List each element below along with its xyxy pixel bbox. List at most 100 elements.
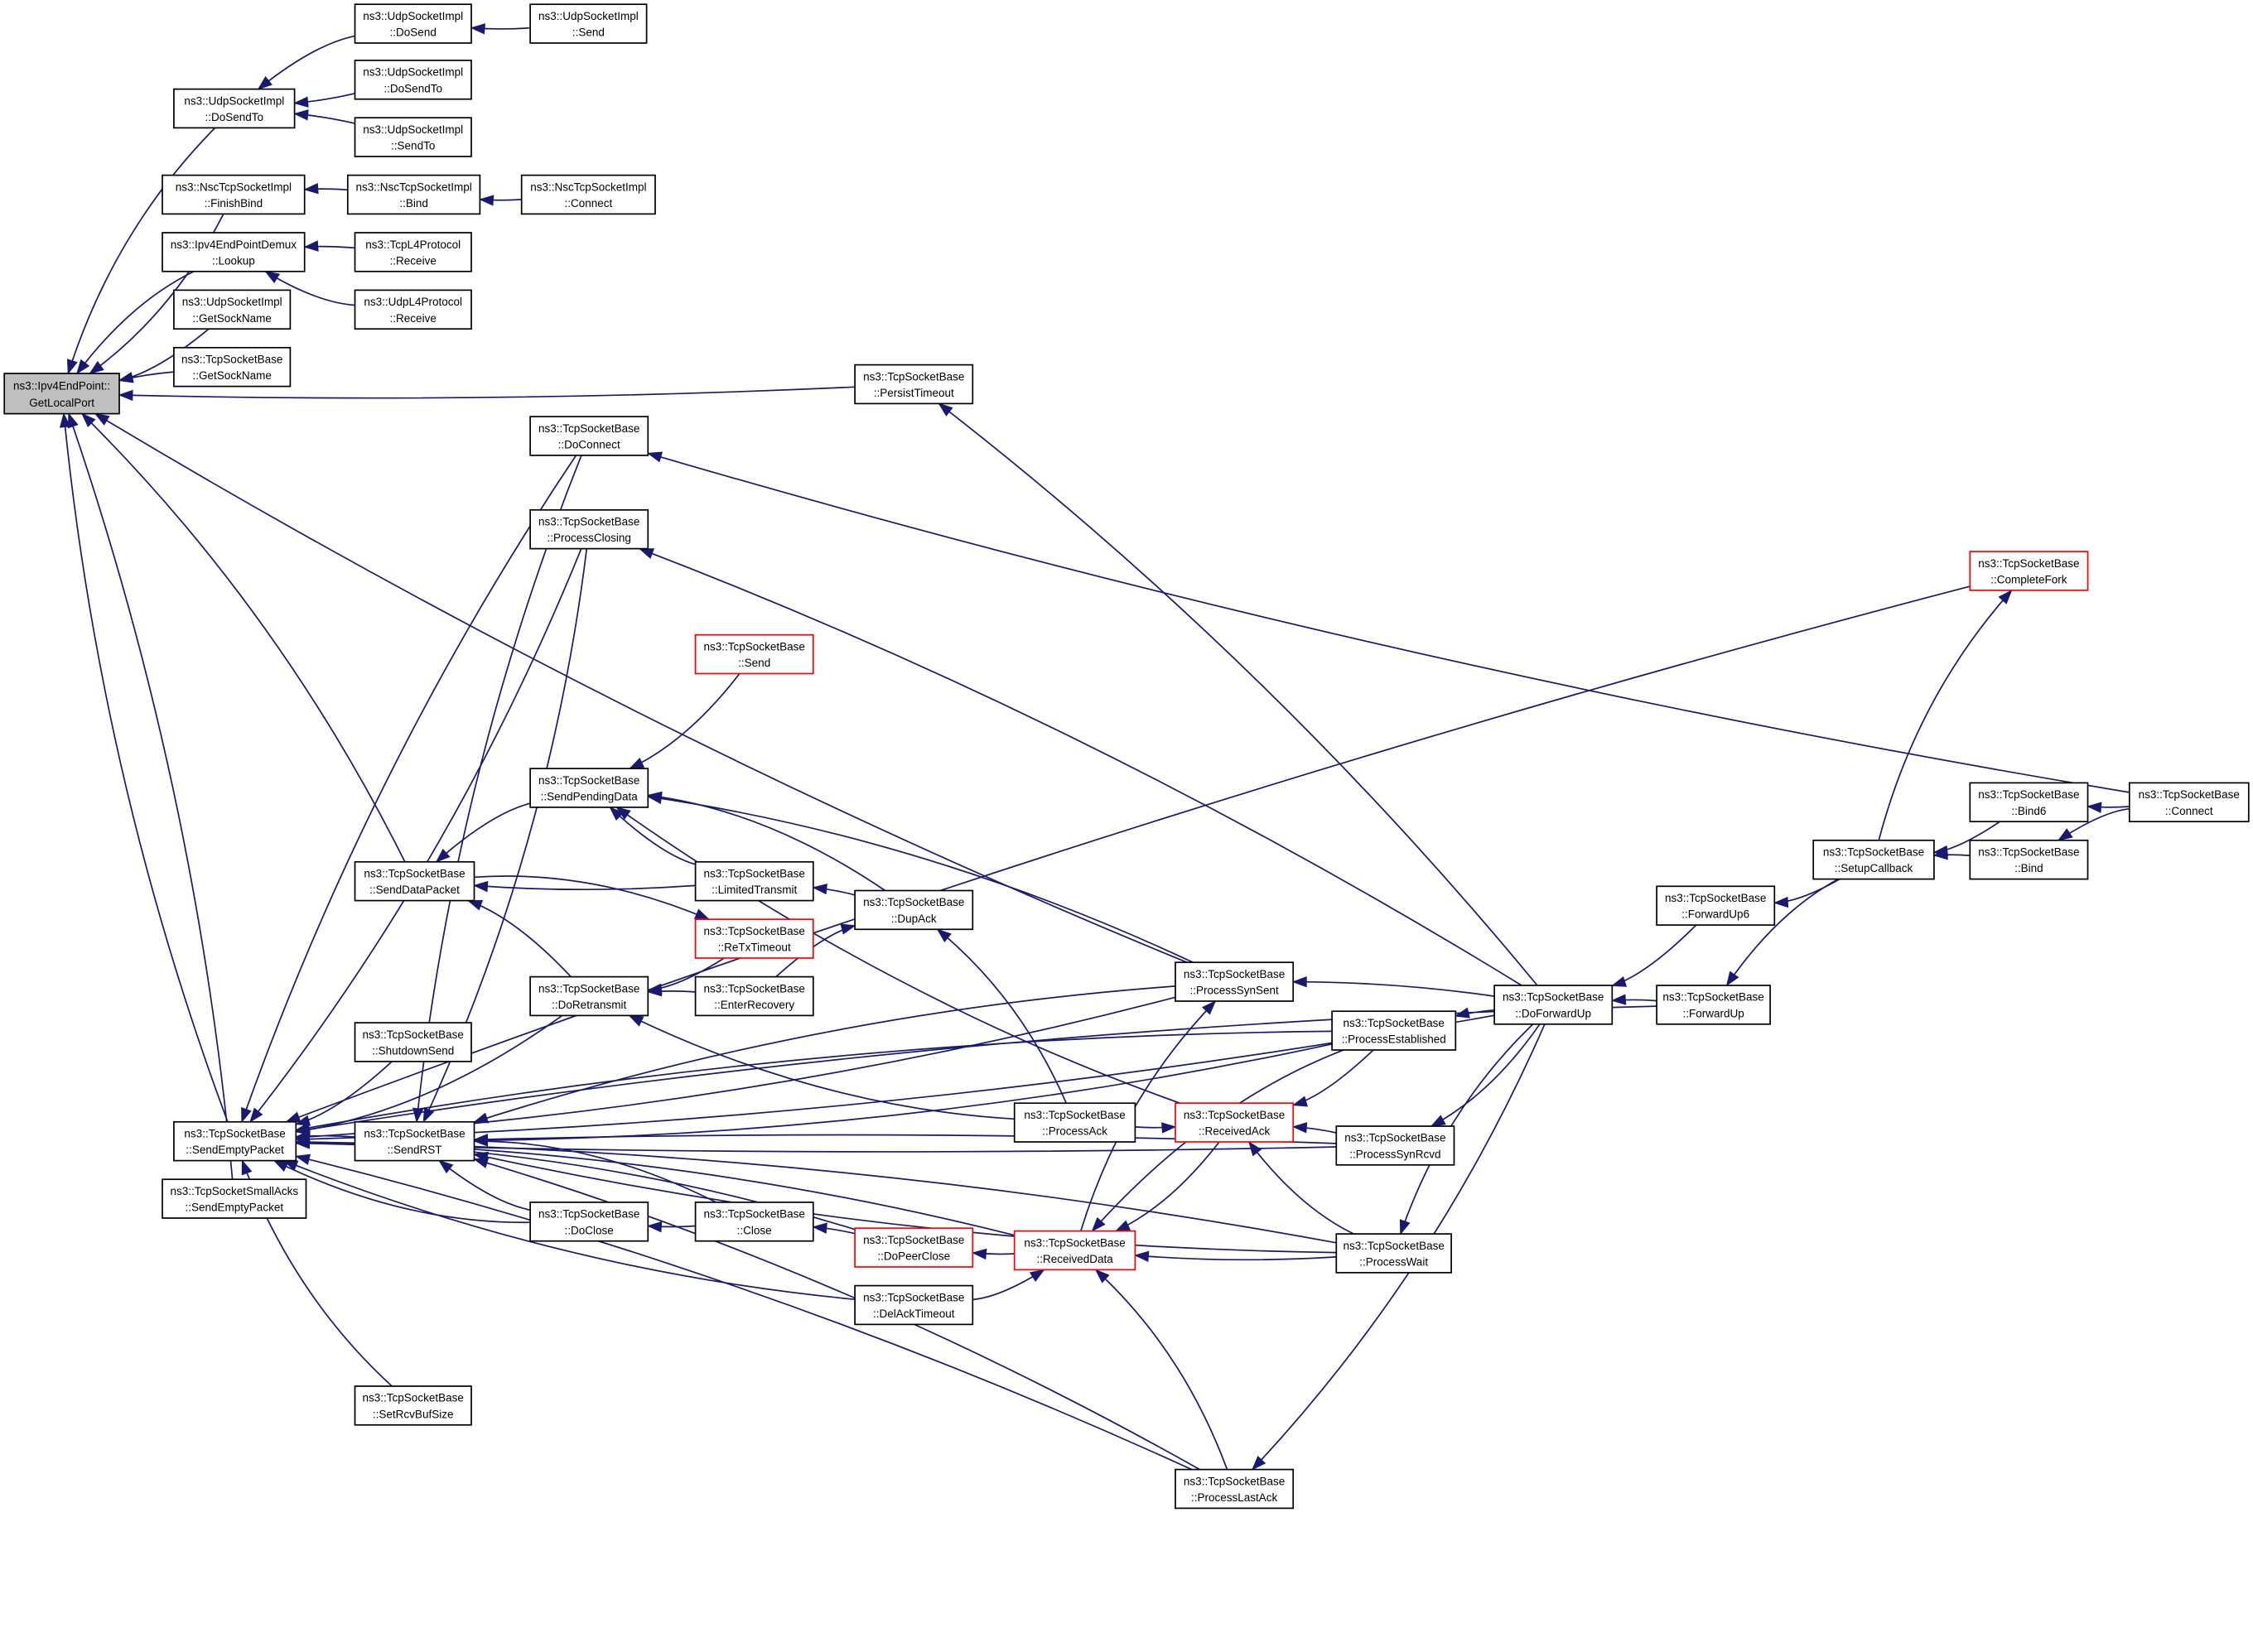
node-sendrst[interactable]: ns3::TcpSocketBase::SendRST [354, 1120, 475, 1162]
node-connect[interactable]: ns3::TcpSocketBase::Connect [2128, 782, 2250, 823]
edge-close-to-sendrst [474, 1140, 716, 1203]
node-receiveddata[interactable]: ns3::TcpSocketBase::ReceivedData [1013, 1230, 1136, 1271]
node-udp_sendto[interactable]: ns3::UdpSocketImpl::SendTo [354, 117, 472, 157]
node-processsynrcvd[interactable]: ns3::TcpSocketBase::ProcessSynRcvd [1335, 1125, 1455, 1166]
node-tcp_getsockname[interactable]: ns3::TcpSocketBase::GetSockName [173, 346, 292, 388]
node-label-line1: ns3::TcpSocketBase [363, 1392, 464, 1404]
node-delacktimeout[interactable]: ns3::TcpSocketBase::DelAckTimeout [854, 1284, 974, 1326]
edge-setupcallback-to-completefork [1878, 590, 2013, 841]
node-box [162, 174, 306, 215]
node-label-line2: ::Bind6 [2011, 805, 2046, 817]
node-udp_dosend[interactable]: ns3::UdpSocketImpl::DoSend [354, 3, 472, 44]
node-dupack[interactable]: ns3::TcpSocketBase::DupAck [854, 889, 974, 931]
node-processack[interactable]: ns3::TcpSocketBase::ProcessAck [1013, 1102, 1136, 1143]
node-sendpendingdata[interactable]: ns3::TcpSocketBase::SendPendingData [529, 768, 649, 808]
node-doforwardup[interactable]: ns3::TcpSocketBase::DoForwardUp [1493, 985, 1614, 1025]
node-ipv4demux_lookup[interactable]: ns3::Ipv4EndPointDemux::Lookup [162, 232, 306, 272]
node-smallacks[interactable]: ns3::TcpSocketSmallAcks::SendEmptyPacket [162, 1178, 307, 1219]
arrowhead [249, 1107, 263, 1123]
node-box [354, 860, 475, 902]
arrowhead [646, 1221, 663, 1233]
node-label-line2: ::Send [738, 657, 770, 669]
node-label-line1: ns3::NscTcpSocketImpl [530, 181, 646, 193]
arrowhead [59, 412, 71, 428]
node-forwardup[interactable]: ns3::TcpSocketBase::ForwardUp [1656, 985, 1771, 1025]
node-box [1013, 1102, 1136, 1143]
node-setrcvbufsize[interactable]: ns3::TcpSocketBase::SetRcvBufSize [354, 1385, 472, 1426]
node-processlastack[interactable]: ns3::TcpSocketBase::ProcessLastAck [1175, 1468, 1295, 1510]
arrowhead [1725, 970, 1739, 987]
node-forwardup6[interactable]: ns3::TcpSocketBase::ForwardUp6 [1656, 885, 1776, 926]
node-nsc_connect[interactable]: ns3::NscTcpSocketImpl::Connect [520, 174, 656, 215]
node-sendemptypacket[interactable]: ns3::TcpSocketBase::SendEmptyPacket [173, 1120, 297, 1162]
node-tcpl4_receive[interactable]: ns3::TcpL4Protocol::Receive [354, 232, 472, 272]
node-processestablished[interactable]: ns3::TcpSocketBase::ProcessEstablished [1331, 1010, 1457, 1051]
node-processsynsent[interactable]: ns3::TcpSocketBase::ProcessSynSent [1175, 961, 1295, 1002]
arrowhead [412, 1107, 424, 1124]
node-label-line1: ns3::TcpSocketBase [704, 641, 805, 653]
arrowhead [1029, 1269, 1045, 1282]
node-box [1969, 551, 2089, 591]
node-udp_getsockname[interactable]: ns3::UdpSocketImpl::GetSockName [173, 289, 292, 330]
node-limitedtransmit[interactable]: ns3::TcpSocketBase::LimitedTransmit [694, 860, 814, 902]
node-box [173, 346, 292, 388]
node-nsc_finishbind[interactable]: ns3::NscTcpSocketImpl::FinishBind [162, 174, 306, 215]
arrowhead [1932, 849, 1948, 860]
node-enterrecovery[interactable]: ns3::TcpSocketBase::EnterRecovery [694, 975, 814, 1017]
node-completefork[interactable]: ns3::TcpSocketBase::CompleteFork [1969, 551, 2089, 591]
node-label-line2: ::ReceivedData [1036, 1253, 1113, 1265]
node-bind6[interactable]: ns3::TcpSocketBase::Bind6 [1969, 782, 2089, 823]
arrowhead [1248, 1140, 1262, 1157]
node-label-line1: ns3::TcpSocketSmallAcks [171, 1185, 299, 1197]
node-label-line2: ::SendEmptyPacket [186, 1202, 284, 1214]
node-dopeerclose[interactable]: ns3::TcpSocketBase::DoPeerClose [854, 1227, 974, 1268]
node-label-line2: ::ProcessAck [1042, 1125, 1107, 1138]
arrowhead [466, 899, 484, 911]
node-processclosing[interactable]: ns3::TcpSocketBase::ProcessClosing [529, 508, 649, 550]
node-setupcallback[interactable]: ns3::TcpSocketBase::SetupCallback [1812, 839, 1935, 880]
arrowhead [1252, 1455, 1266, 1471]
node-box [3, 373, 120, 415]
node-udp_send[interactable]: ns3::UdpSocketImpl::Send [529, 3, 648, 44]
node-processwait[interactable]: ns3::TcpSocketBase::ProcessWait [1335, 1233, 1452, 1274]
node-label-line1: ns3::UdpSocketImpl [363, 10, 463, 22]
node-retxtimeout[interactable]: ns3::TcpSocketBase::ReTxTimeout [694, 918, 814, 959]
node-doclose[interactable]: ns3::TcpSocketBase::DoClose [529, 1202, 649, 1242]
node-bind[interactable]: ns3::TcpSocketBase::Bind [1969, 839, 2089, 880]
edge-forwardup6-to-doforwardup [1612, 924, 1697, 987]
node-box [1175, 961, 1295, 1002]
node-nsc_bind[interactable]: ns3::NscTcpSocketImpl::Bind [346, 174, 481, 215]
arrowhead [840, 923, 856, 935]
node-label-line2: ::ProcessClosing [548, 532, 631, 544]
node-box [354, 3, 472, 44]
arrowhead [812, 1222, 827, 1234]
arrowhead [470, 23, 485, 35]
node-send[interactable]: ns3::TcpSocketBase::Send [694, 633, 814, 675]
edge-connect-to-doconnect [648, 452, 2130, 793]
edge-limitedtransmit-to-sendpendingdata [609, 807, 696, 865]
node-senddatapacket[interactable]: ns3::TcpSocketBase::SendDataPacket [354, 860, 475, 902]
node-root[interactable]: ns3::Ipv4EndPoint::GetLocalPort [3, 373, 120, 415]
node-persisttimeout[interactable]: ns3::TcpSocketBase::PersistTimeout [854, 364, 974, 405]
node-box [1969, 839, 2089, 880]
node-doconnect[interactable]: ns3::TcpSocketBase::DoConnect [529, 416, 649, 456]
node-udpl4_receive[interactable]: ns3::UdpL4Protocol::Receive [354, 289, 472, 330]
node-udp_dosendto2[interactable]: ns3::UdpSocketImpl::DoSendTo [354, 60, 472, 100]
arrowhead [628, 1014, 644, 1027]
node-box [1812, 839, 1935, 880]
node-label-line2: ::DoForwardUp [1515, 1007, 1591, 1019]
edge-doforwardup-to-processwait [1399, 1023, 1534, 1235]
arrowhead [1133, 1250, 1150, 1262]
edge-doforwardup-to-processsynrcvd [1430, 1023, 1541, 1127]
node-shutdownsend[interactable]: ns3::TcpSocketBase::ShutdownSend [354, 1022, 472, 1062]
node-label-line1: ns3::TcpSocketBase [364, 1128, 465, 1140]
arrowhead [1291, 975, 1307, 988]
arrowhead [2087, 802, 2102, 813]
node-doretransmit[interactable]: ns3::TcpSocketBase::DoRetransmit [529, 975, 649, 1017]
node-label-line2: ::GetSockName [193, 312, 272, 325]
node-udp_dosendto[interactable]: ns3::UdpSocketImpl::DoSendTo [173, 88, 296, 129]
arrowhead [1610, 975, 1628, 987]
node-receivedack[interactable]: ns3::TcpSocketBase::ReceivedAck [1175, 1102, 1295, 1143]
node-close[interactable]: ns3::TcpSocketBase::Close [694, 1202, 814, 1242]
